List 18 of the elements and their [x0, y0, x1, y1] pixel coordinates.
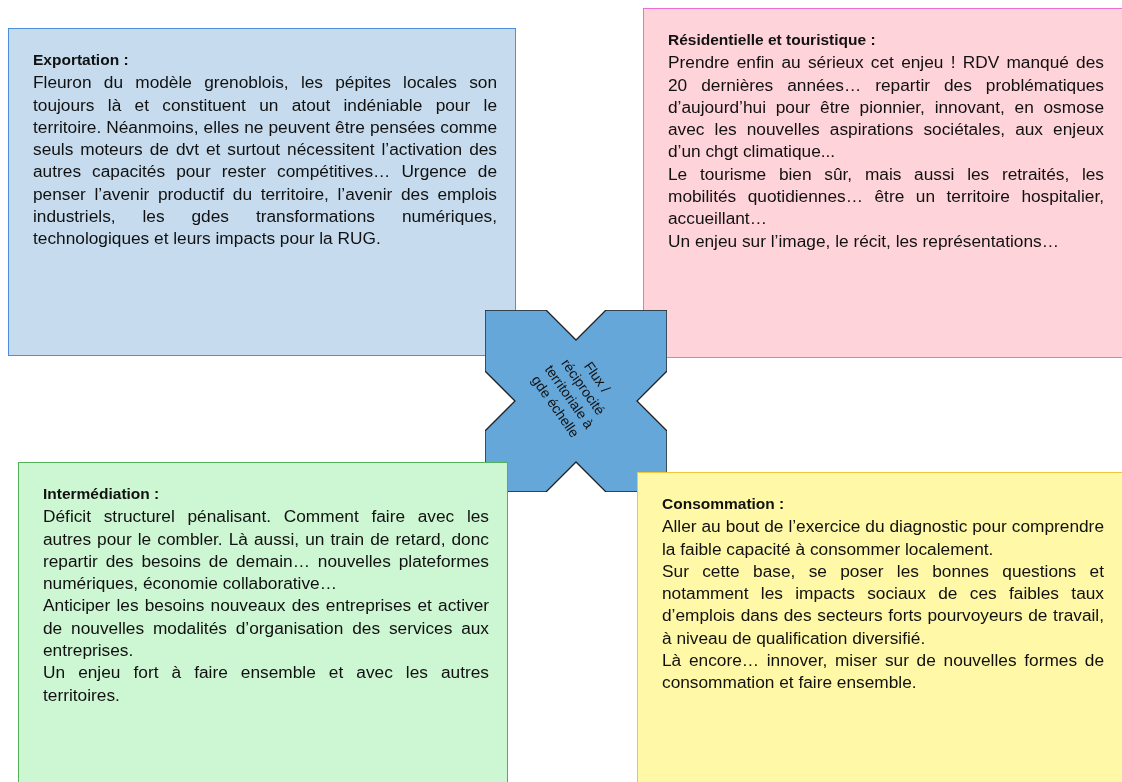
panel-paragraph: Un enjeu sur l’image, le récit, les représentations… — [668, 229, 1060, 252]
panel-paragraph: Prendre enfin au sérieux cet enjeu ! RDV manqué des 20 dernières années… repartir des problématiques d’aujourd’hui pour être pionnier, innovant, en osmose avec les nouvelles aspirations sociétales, aux enjeux d’un chgt climatique... — [668, 51, 1104, 163]
panel-paragraph: Aller au bout de l’exercice du diagnostic pour comprendre la faible capacité à consommer localement. — [662, 515, 1104, 560]
panel-heading: Intermédiation : — [43, 484, 161, 504]
panel-paragraph: Déficit structurel pénalisant. Comment faire avec les autres pour le combler. Là aussi, un train de retard, donc repartir des besoins de demain… nouvelles plateformes numériques, économie collaborative… — [43, 505, 489, 595]
panel-heading: Résidentielle et touristique : — [668, 30, 877, 50]
panel-paragraph: Le tourisme bien sûr, mais aussi les retraités, les mobilités quotidiennes… être un territoire hospitalier, accueillant… — [668, 162, 1104, 230]
panel-paragraph: Fleuron du modèle grenoblois, les pépites locales son toujours là et constituent un atout indéniable pour le territoire. Néanmoins, elles ne peuvent être pensées comme seuls moteurs de dvt et surtout nécessitent l’activation des autres capacités pour rester compétitives… Urgence de penser l’avenir productif du territoire, l’avenir des emplois industriels, les gdes transformations numériques, technologiques et leurs impacts pour la RUG. — [33, 71, 497, 250]
text-panel — [643, 8, 1122, 358]
text-panel — [8, 28, 516, 356]
panel-paragraph: Sur cette base, se poser les bonnes questions et notamment les impacts sociaux de ces faibles taux d’emplois dans des secteurs forts pourvoyeurs de travail, à niveau de qualification diversifié. — [662, 559, 1104, 650]
panel-heading: Consommation : — [662, 494, 786, 514]
text-panel — [18, 462, 508, 782]
panel-paragraph: Un enjeu fort à faire ensemble et avec les autres territoires. — [43, 661, 489, 706]
panel-paragraph: Là encore… innover, miser sur de nouvelles formes de consommation et faire ensemble. — [662, 649, 1104, 694]
text-panel — [637, 472, 1122, 782]
panel-heading: Exportation : — [33, 50, 130, 70]
panel-paragraph: Anticiper les besoins nouveaux des entreprises et activer de nouvelles modalités d’organisation des services aux entreprises. — [43, 594, 489, 662]
